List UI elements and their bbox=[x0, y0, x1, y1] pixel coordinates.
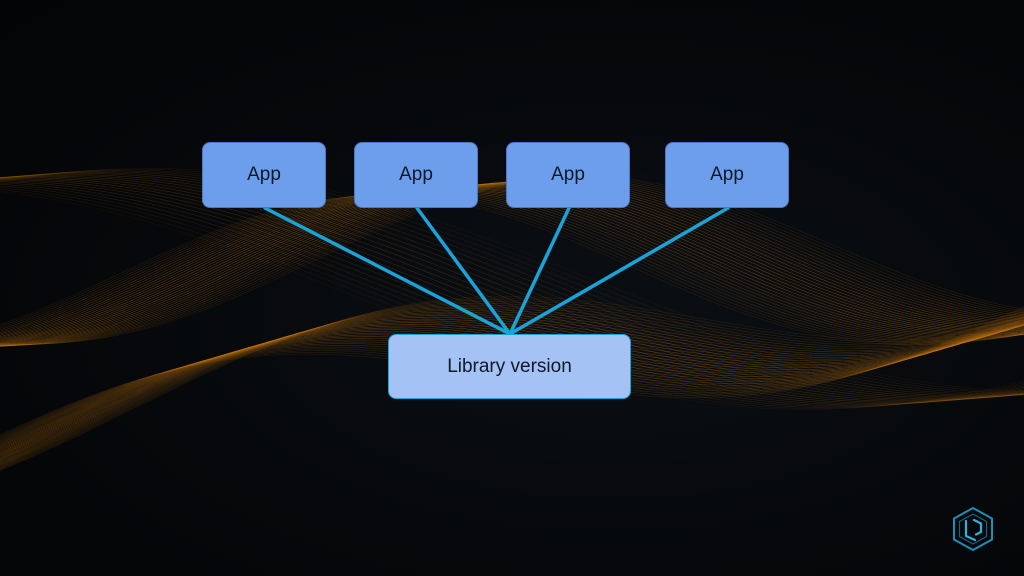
wave-line bbox=[0, 301, 1024, 469]
connector-app-2 bbox=[415, 206, 512, 336]
wave-line bbox=[0, 180, 1024, 404]
connector-app-4 bbox=[508, 206, 730, 336]
wave-line bbox=[0, 181, 1024, 405]
wave-line bbox=[0, 173, 1024, 397]
wave-line bbox=[0, 303, 1024, 468]
wave-line bbox=[0, 174, 1024, 399]
wave-line bbox=[0, 309, 1024, 465]
wave-line bbox=[0, 296, 1024, 471]
app-node-4: App bbox=[665, 142, 789, 208]
wave-line bbox=[0, 311, 1024, 464]
wave-line bbox=[0, 306, 1024, 466]
app-node-label: App bbox=[399, 164, 433, 185]
wave-line bbox=[0, 179, 1024, 403]
wave-line bbox=[0, 194, 1024, 345]
app-node-2: App bbox=[354, 142, 478, 208]
connector-app-3 bbox=[508, 206, 571, 336]
app-node-label: App bbox=[551, 164, 585, 185]
wave-line bbox=[0, 192, 1024, 342]
wave-line bbox=[0, 177, 1024, 401]
wave-line bbox=[0, 168, 1024, 393]
wave-line bbox=[0, 175, 1024, 400]
wave-line bbox=[0, 194, 1024, 345]
wave-line bbox=[0, 169, 1024, 394]
wave-line bbox=[0, 170, 1024, 395]
app-node-label: App bbox=[710, 164, 744, 185]
wave-line bbox=[0, 174, 1024, 398]
wave-line bbox=[0, 313, 1024, 463]
wave-line bbox=[0, 304, 1024, 467]
wave-line bbox=[0, 168, 1024, 392]
wave-line bbox=[0, 178, 1024, 402]
hexagon-logo-icon bbox=[953, 506, 993, 552]
wave-line bbox=[0, 308, 1024, 466]
app-node-1: App bbox=[202, 142, 326, 208]
wave-line bbox=[0, 318, 1024, 459]
wave-line bbox=[0, 172, 1024, 396]
wave-line bbox=[0, 176, 1024, 400]
wave-line bbox=[0, 299, 1024, 470]
wave-line bbox=[0, 320, 1024, 458]
wave-line bbox=[0, 317, 1024, 460]
connector-app-1 bbox=[263, 206, 512, 336]
wave-line bbox=[0, 297, 1024, 471]
library-version-node: Library version bbox=[388, 334, 631, 399]
app-node-label: App bbox=[247, 164, 281, 185]
wave-line bbox=[0, 315, 1024, 461]
wave-line bbox=[0, 193, 1024, 344]
wave-line bbox=[0, 193, 1024, 343]
library-node-label: Library version bbox=[447, 355, 572, 377]
app-node-3: App bbox=[506, 142, 630, 208]
wave-line bbox=[0, 171, 1024, 395]
